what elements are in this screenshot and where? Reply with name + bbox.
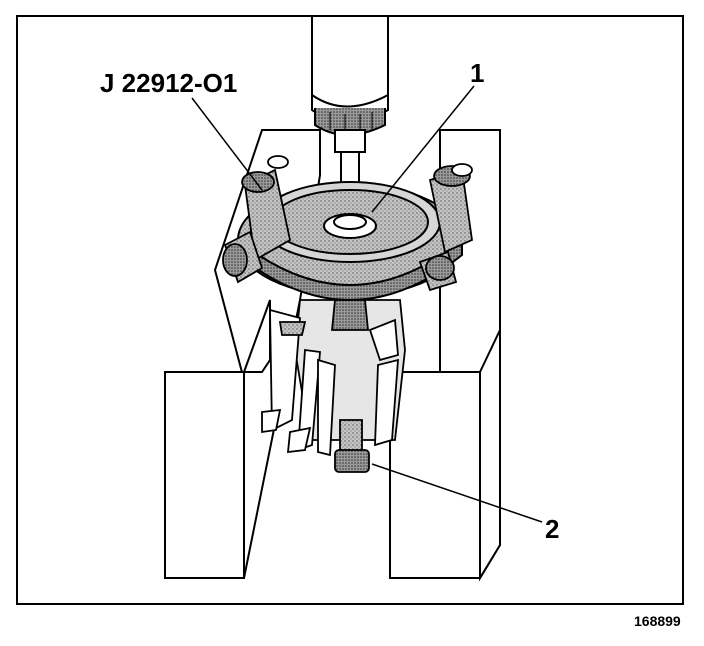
callout-1: 1 [470, 58, 484, 88]
leader-1 [371, 85, 475, 213]
puller-plate [237, 181, 463, 301]
figure-number: 168899 [634, 613, 681, 629]
plate-bolts [222, 155, 473, 292]
tool-label: J 22912-O1 [100, 68, 237, 98]
leader-lines [191, 85, 543, 523]
bolt-left [222, 155, 292, 284]
left-support-block [164, 299, 271, 579]
leader-2 [371, 463, 543, 523]
bolt-right [418, 163, 473, 292]
armature-assembly [261, 299, 406, 473]
press-ram [311, 15, 389, 213]
leader-tool [191, 97, 263, 191]
callout-2: 2 [545, 514, 559, 544]
right-support-block [389, 329, 501, 582]
